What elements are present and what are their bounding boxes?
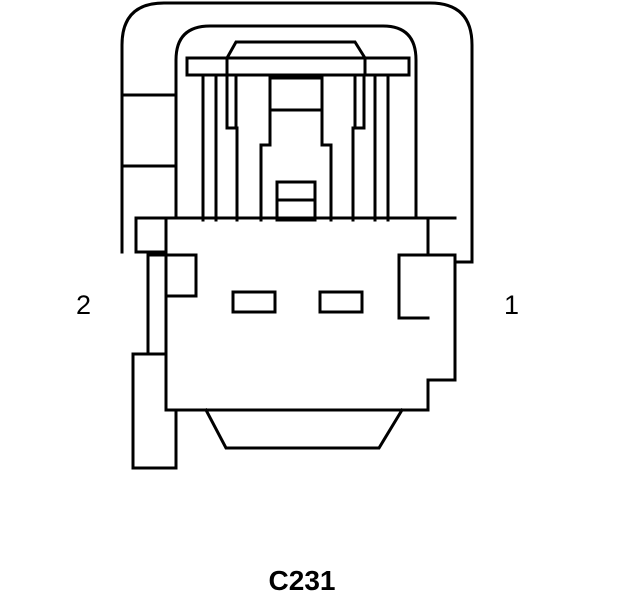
inner-opening-outline bbox=[174, 24, 418, 220]
pin-label-left: 2 bbox=[76, 290, 91, 320]
latch-top-bar bbox=[185, 56, 411, 77]
latch-left-arm bbox=[225, 73, 238, 130]
terminal-cavity-pin-1 bbox=[318, 290, 364, 314]
mating-face-trapezoid bbox=[203, 407, 405, 450]
left-key-notch bbox=[164, 253, 198, 298]
left-key-foot bbox=[131, 352, 178, 470]
latch-rib-right-outer bbox=[373, 73, 390, 222]
right-key-notch bbox=[397, 253, 430, 320]
pin-label-right: 1 bbox=[504, 290, 519, 320]
latch-right-arm bbox=[353, 73, 366, 130]
right-key-outline bbox=[426, 253, 457, 382]
main-body-bottom-edge bbox=[164, 378, 430, 412]
latch-body bbox=[259, 76, 333, 222]
latch-top-flange bbox=[225, 40, 367, 75]
latch-rib-left-outer bbox=[201, 73, 218, 222]
connector-id-label: C231 bbox=[269, 565, 336, 596]
main-body-step bbox=[134, 216, 168, 254]
side-latch-tab bbox=[120, 93, 178, 168]
outer-housing-outline bbox=[120, 1, 474, 264]
left-key-outline bbox=[146, 253, 168, 356]
locking-latch bbox=[185, 40, 411, 222]
main-body-outline bbox=[134, 216, 457, 254]
terminal-cavity-pin-2 bbox=[231, 290, 277, 314]
